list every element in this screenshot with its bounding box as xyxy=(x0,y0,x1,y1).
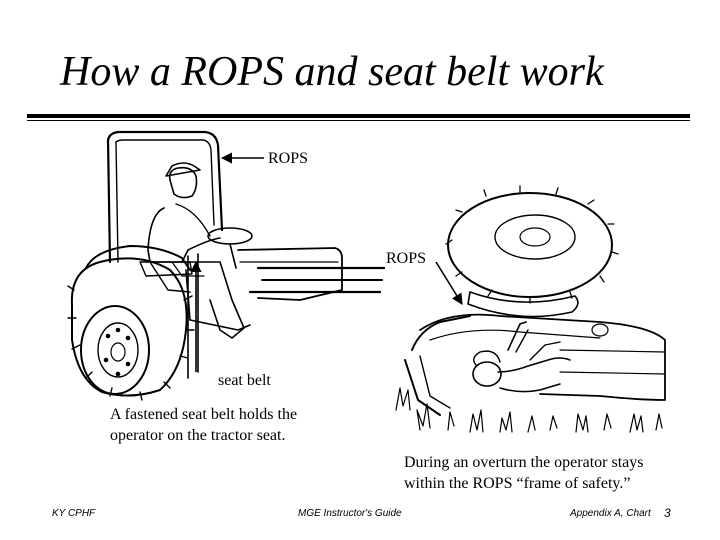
footer-left: KY CPHF xyxy=(52,508,96,519)
rops-label-right: ROPS xyxy=(386,250,427,267)
seatbelt-label: seat belt xyxy=(218,372,271,389)
upright-tractor-drawing xyxy=(67,130,386,401)
overturned-tractor-drawing xyxy=(395,185,666,433)
rops-label-left: ROPS xyxy=(268,150,309,167)
right-caption-line-2: within the ROPS “frame of safety.” xyxy=(404,475,631,492)
footer-right: Appendix A, Chart xyxy=(570,508,651,519)
footer-center: MGE Instructor's Guide xyxy=(298,508,402,519)
slide-title: How a ROPS and seat belt work xyxy=(60,49,604,95)
right-caption: During an overturn the operator stays wi… xyxy=(404,452,643,494)
left-caption-line-1: A fastened seat belt holds the xyxy=(110,406,298,423)
title-divider-thin xyxy=(27,120,690,121)
page-number: 3 xyxy=(664,506,671,520)
right-caption-line-1: During an overturn the operator stays xyxy=(404,454,644,471)
left-caption-line-2: operator on the tractor seat. xyxy=(110,427,286,444)
left-caption: A fastened seat belt holds the operator … xyxy=(110,404,297,446)
title-divider xyxy=(27,114,690,118)
